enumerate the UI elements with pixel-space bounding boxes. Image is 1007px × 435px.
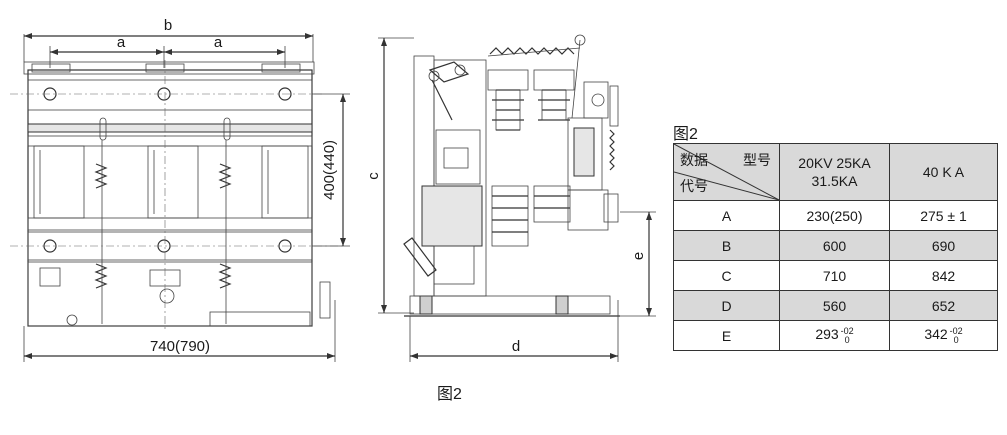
dim-c-label: c (365, 172, 382, 180)
cell-40ka-value: 342 (924, 326, 948, 343)
side-view: c (365, 34, 656, 362)
cell-code: A (673, 200, 780, 231)
table-row: D 560 652 (673, 290, 998, 321)
cell-20kv: 230(250) (779, 200, 890, 231)
spec-table: 数据 型号 代号 20KV 25KA 31.5KA 40 K A A 230(25… (673, 143, 998, 351)
cell-code: B (673, 230, 780, 261)
table-title: 图2 (673, 126, 698, 143)
dim-e-label: e (630, 252, 647, 260)
cell-40ka: 652 (889, 290, 998, 321)
cell-20kv: 710 (779, 260, 890, 291)
cell-40ka-value: 690 (931, 237, 956, 254)
cell-20kv-value: 230(250) (806, 207, 863, 224)
header-col-40ka: 40 K A (889, 143, 998, 201)
insulator-upper (487, 69, 575, 131)
cell-code-value: D (721, 297, 732, 314)
cell-40ka: 275 ± 1 (889, 200, 998, 231)
header-label-code: 代号 (680, 178, 708, 194)
cell-code-value: A (721, 207, 732, 224)
header-diagonal-cell: 数据 型号 代号 (673, 143, 780, 201)
header-label-model: 型号 (743, 152, 771, 168)
dim-d-label: d (512, 338, 520, 355)
cell-code-value: E (721, 327, 732, 344)
dim-height-front-label: 400(440) (321, 140, 338, 200)
cell-code-value: C (721, 267, 732, 284)
cell-40ka: 690 (889, 230, 998, 261)
cell-20kv: 600 (779, 230, 890, 261)
table-header-row: 数据 型号 代号 20KV 25KA 31.5KA 40 K A (673, 143, 998, 201)
dim-width-front-label: 740(790) (150, 338, 210, 355)
cell-40ka-value: 652 (931, 297, 956, 314)
cell-code: E (673, 320, 780, 351)
tolerance-upper: -02 (949, 325, 963, 336)
figure-caption: 图2 (437, 386, 462, 403)
cell-40ka: 842 (889, 260, 998, 291)
cell-code-value: B (721, 237, 732, 254)
header-label-data: 数据 (680, 152, 708, 168)
tolerance-lower: 0 (844, 334, 850, 345)
dim-a-right-label: a (214, 34, 223, 51)
cell-code: C (673, 260, 780, 291)
cell-20kv: 560 (779, 290, 890, 321)
cell-20kv-value: 710 (822, 267, 847, 284)
table-row: A 230(250) 275 ± 1 (673, 200, 998, 231)
cell-20kv-value: 293 (815, 326, 839, 343)
tolerance-lower: 0 (953, 334, 959, 345)
insulator-lower (491, 185, 571, 247)
tolerance-upper: -02 (840, 325, 854, 336)
cell-20kv-value: 600 (822, 237, 847, 254)
front-view: b a a (10, 17, 350, 362)
header-col-20kv: 20KV 25KA 31.5KA (779, 143, 890, 201)
cell-code: D (673, 290, 780, 321)
cell-40ka-value: 842 (931, 267, 956, 284)
cell-20kv-value: 560 (822, 297, 847, 314)
dim-a-left-label: a (117, 34, 126, 51)
dim-b-label: b (164, 17, 172, 34)
table-row: C 710 842 (673, 260, 998, 291)
cell-40ka-value: 275 ± 1 (920, 207, 967, 224)
table-row: B 600 690 (673, 230, 998, 261)
